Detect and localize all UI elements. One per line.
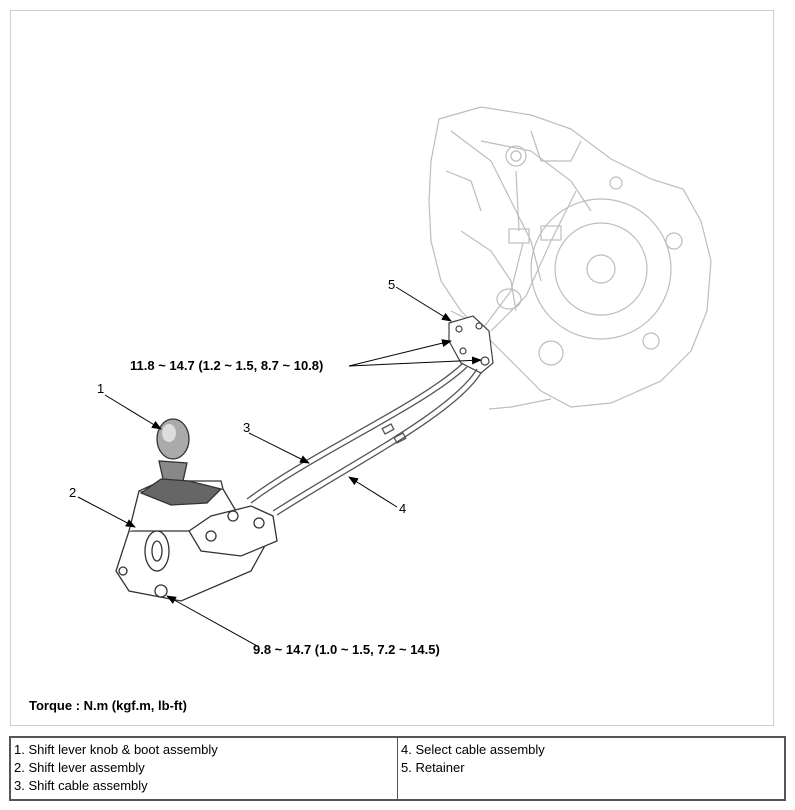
callout-5: 5	[388, 277, 396, 292]
legend-left-column: 1. Shift lever knob & boot assembly 2. S…	[9, 736, 398, 801]
legend-item: 4. Select cable assembly	[401, 742, 545, 757]
torque-retainer-label: 11.8 ~ 14.7 (1.2 ~ 1.5, 8.7 ~ 10.8)	[130, 358, 324, 373]
callout-3: 3	[243, 420, 251, 435]
parts-legend: 1. Shift lever knob & boot assembly 2. S…	[9, 736, 786, 801]
transmission-housing	[428, 106, 712, 410]
callout-1: 1	[97, 381, 105, 396]
torque-lever-label: 9.8 ~ 14.7 (1.0 ~ 1.5, 7.2 ~ 14.5)	[253, 642, 440, 657]
diagram-drawing	[77, 106, 712, 648]
legend-item: 5. Retainer	[401, 760, 465, 775]
legend-item: 2. Shift lever assembly	[14, 760, 145, 775]
legend-item: 3. Shift cable assembly	[14, 778, 148, 793]
legend-right-column: 4. Select cable assembly 5. Retainer	[397, 736, 786, 801]
torque-unit-note: Torque : N.m (kgf.m, lb-ft)	[29, 698, 187, 713]
callout-4: 4	[399, 501, 407, 516]
cables	[246, 362, 482, 516]
shift-knob-boot	[139, 418, 223, 506]
callout-2: 2	[69, 485, 77, 500]
leader-lines	[77, 286, 482, 648]
exploded-diagram: 1 2 3 4 5 11.8 ~ 14.7 (1.2 ~ 1.5, 8.7 ~ …	[10, 10, 774, 726]
legend-item: 1. Shift lever knob & boot assembly	[14, 742, 218, 757]
